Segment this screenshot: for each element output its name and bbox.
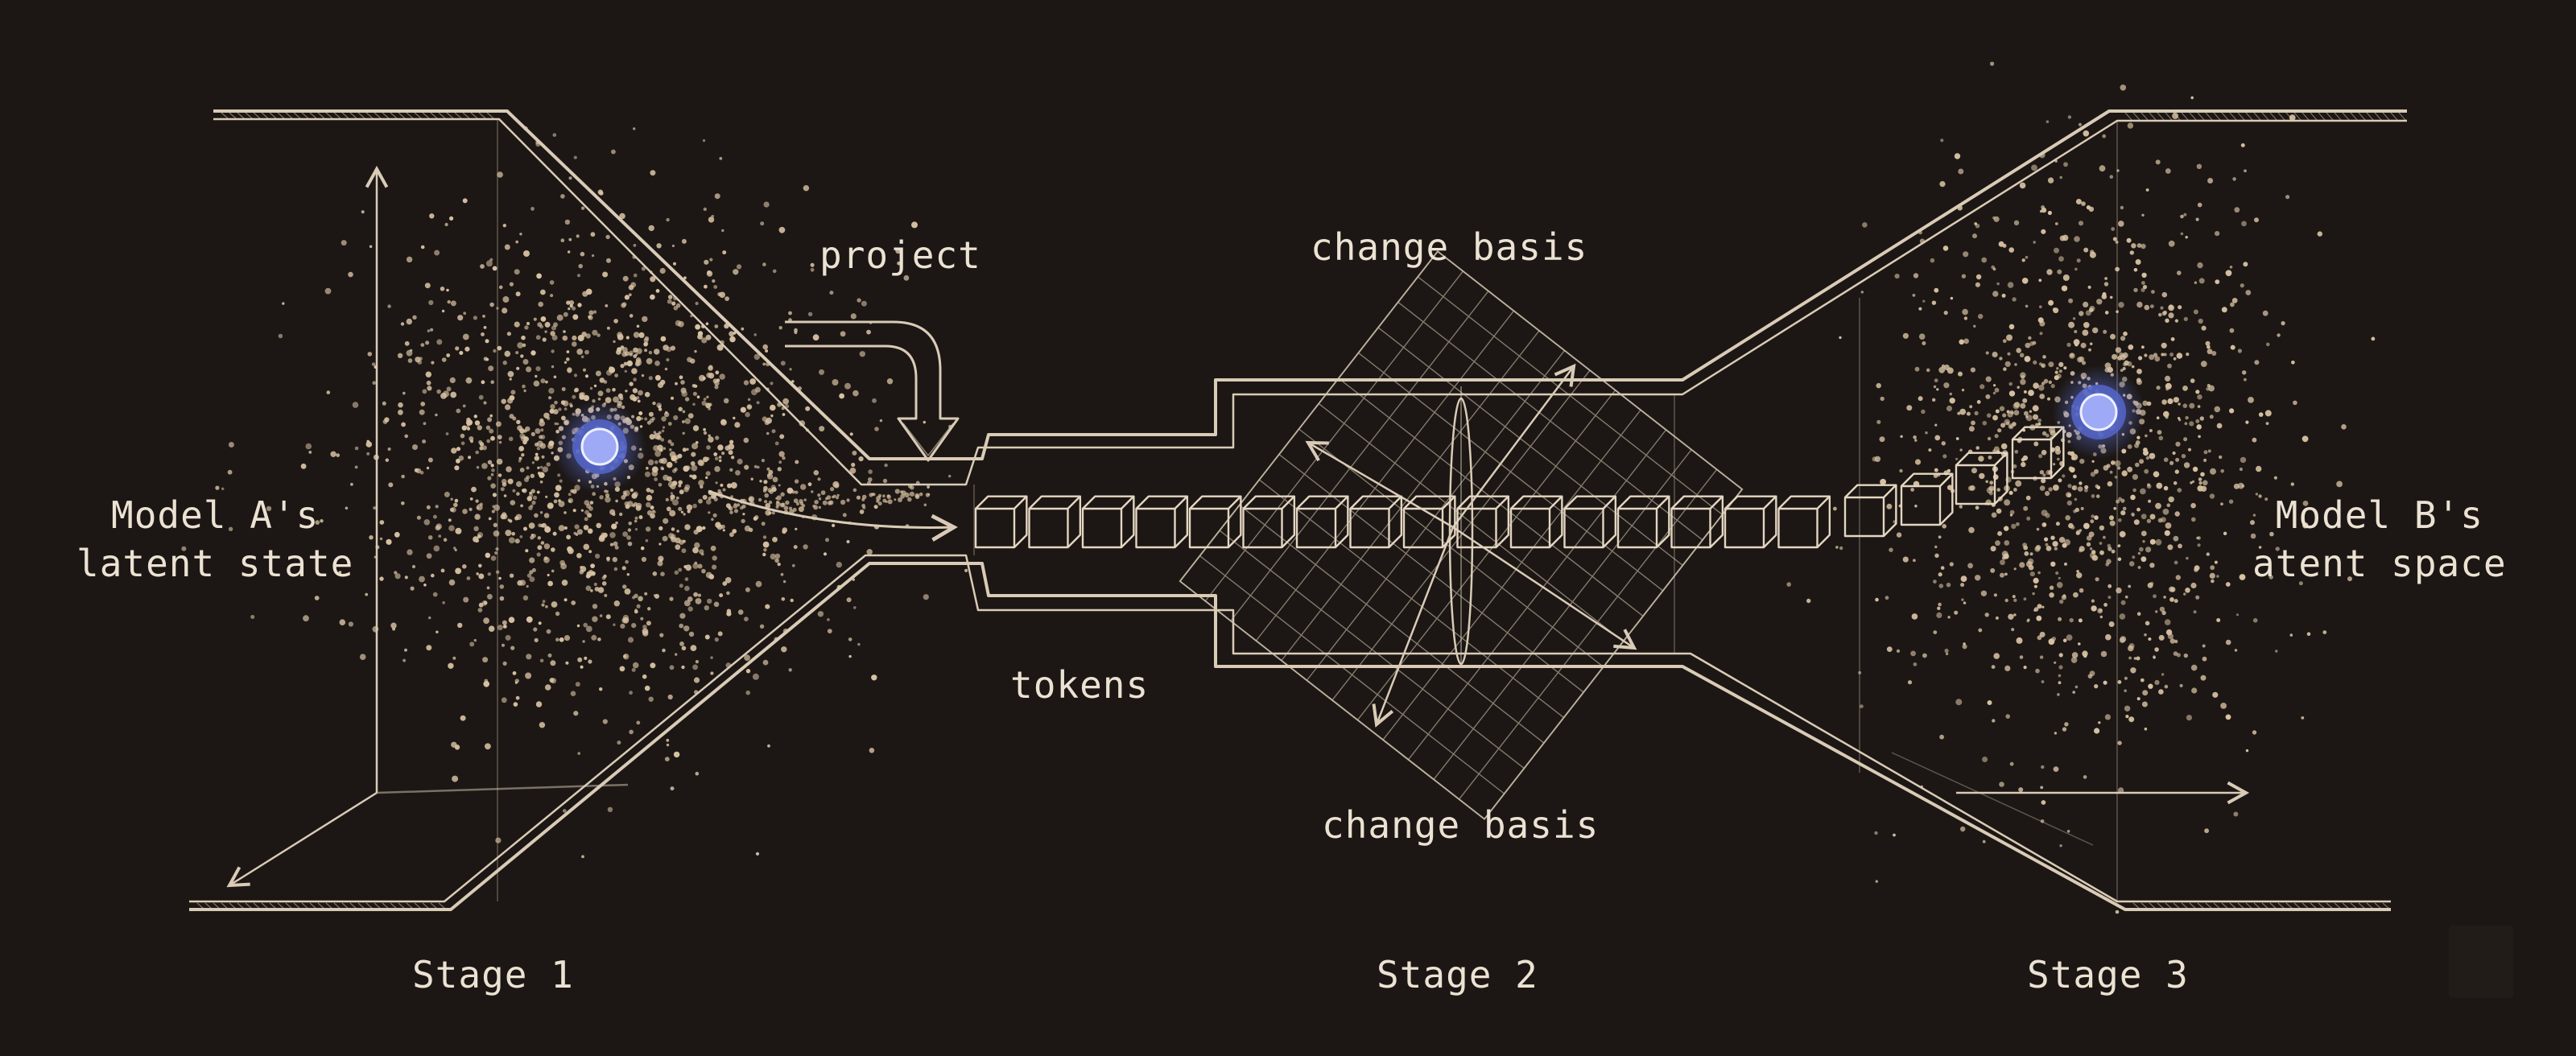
token-cube-row [974,426,2065,549]
model-a-label: Model A's latent state [76,493,354,585]
corner-mark [2449,926,2513,998]
model-b-point-cloud [1786,61,2376,914]
stage-2-label: Stage 2 [1377,953,1538,996]
project-arrow [785,320,960,462]
tokens-label: tokens [1010,663,1150,707]
x-axis-line [376,783,629,794]
model-a-point-cloud [181,126,968,859]
latent-point-a-icon [553,400,646,493]
model-b-label: Model B's atent space [2252,493,2507,585]
latent-point-b-icon [2052,365,2145,459]
basis-axes [1305,363,1637,728]
pipe-walls [189,109,2407,911]
change-basis-top-label: change basis [1311,225,1588,269]
flow-arrow [708,489,958,542]
stage-3-label: Stage 3 [2027,953,2189,996]
change-basis-bottom-label: change basis [1322,803,1600,847]
z-axis-arrow [226,791,378,888]
stage-1-label: Stage 1 [412,953,574,996]
project-label: project [819,233,981,277]
